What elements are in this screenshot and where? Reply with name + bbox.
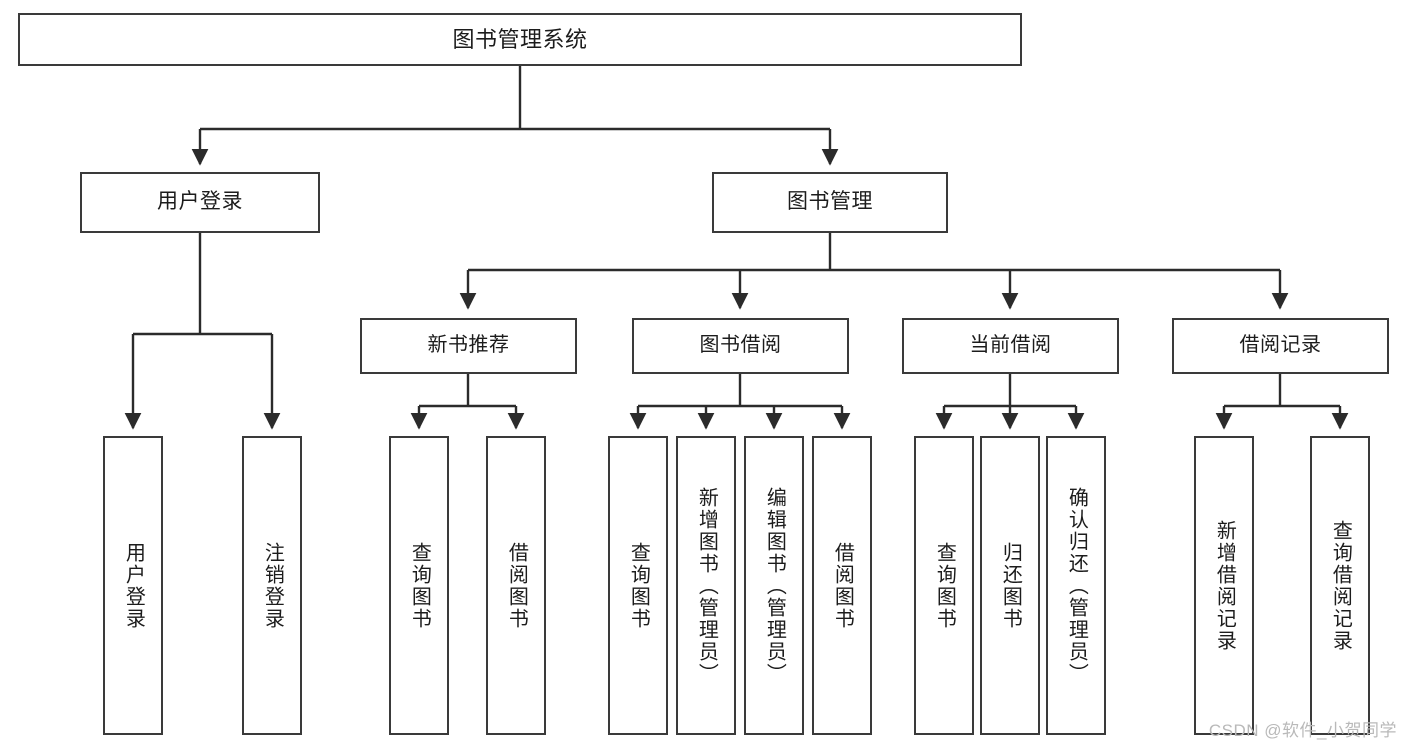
- node-book-borrow[interactable]: 图书借阅: [632, 318, 849, 374]
- node-root-book-management-system[interactable]: 图书管理系统: [18, 13, 1022, 66]
- node-leaf-user-login[interactable]: 用户登录: [103, 436, 163, 735]
- node-label: 用户登录: [157, 190, 243, 214]
- node-label: 图书借阅: [699, 334, 782, 357]
- node-label: 新书推荐: [427, 334, 510, 357]
- node-label: 新增图书（管理员）: [695, 486, 718, 685]
- node-label: 图书管理系统: [452, 26, 588, 52]
- node-leaf-query-record[interactable]: 查询借阅记录: [1310, 436, 1370, 735]
- node-label: 借阅图书: [505, 541, 528, 630]
- node-new-book-recommend[interactable]: 新书推荐: [360, 318, 577, 374]
- node-leaf-add-book[interactable]: 新增图书（管理员）: [676, 436, 736, 735]
- node-leaf-query-book-1[interactable]: 查询图书: [389, 436, 449, 735]
- node-label: 确认归还（管理员）: [1065, 486, 1088, 685]
- node-book-manage[interactable]: 图书管理: [712, 172, 948, 233]
- node-label: 编辑图书（管理员）: [763, 486, 786, 685]
- node-leaf-borrow-book-1[interactable]: 借阅图书: [486, 436, 546, 735]
- node-label: 归还图书: [999, 541, 1022, 630]
- node-label: 查询图书: [933, 541, 956, 630]
- node-borrow-record[interactable]: 借阅记录: [1172, 318, 1389, 374]
- node-label: 当前借阅: [969, 334, 1052, 357]
- node-current-borrow[interactable]: 当前借阅: [902, 318, 1119, 374]
- node-label: 查询图书: [627, 541, 650, 630]
- node-leaf-edit-book[interactable]: 编辑图书（管理员）: [744, 436, 804, 735]
- node-label: 查询借阅记录: [1329, 519, 1352, 652]
- node-label: 图书管理: [787, 190, 873, 214]
- node-leaf-borrow-book-2[interactable]: 借阅图书: [812, 436, 872, 735]
- node-label: 注销登录: [261, 541, 284, 630]
- node-leaf-confirm-return[interactable]: 确认归还（管理员）: [1046, 436, 1106, 735]
- node-leaf-query-book-2[interactable]: 查询图书: [608, 436, 668, 735]
- node-leaf-query-book-3[interactable]: 查询图书: [914, 436, 974, 735]
- csdn-watermark: CSDN @软件_小贺同学: [1208, 721, 1397, 740]
- node-leaf-return-book[interactable]: 归还图书: [980, 436, 1040, 735]
- node-label: 用户登录: [122, 541, 145, 630]
- node-label: 查询图书: [408, 541, 431, 630]
- node-leaf-logout-login[interactable]: 注销登录: [242, 436, 302, 735]
- node-label: 借阅图书: [831, 541, 854, 630]
- node-label: 新增借阅记录: [1213, 519, 1236, 652]
- node-label: 借阅记录: [1239, 334, 1322, 357]
- node-leaf-add-record[interactable]: 新增借阅记录: [1194, 436, 1254, 735]
- node-user-login[interactable]: 用户登录: [80, 172, 320, 233]
